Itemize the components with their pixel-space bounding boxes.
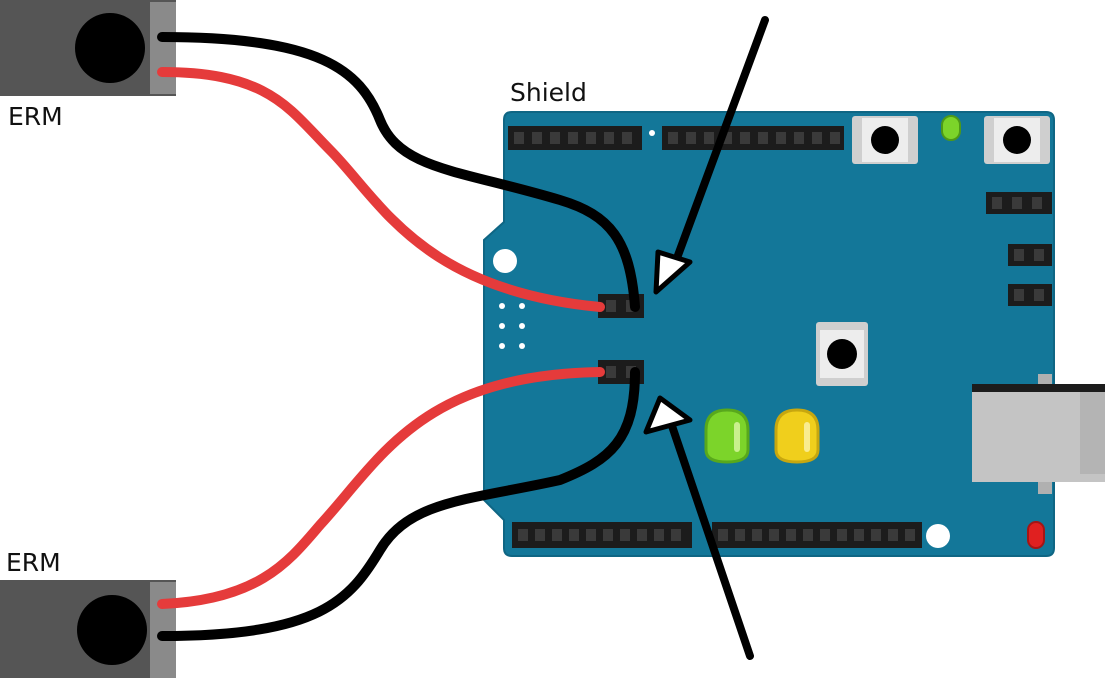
erm-label-bottom: ERM [6, 548, 61, 577]
header-pin [735, 529, 745, 541]
header-pin [871, 529, 881, 541]
header-pin [568, 132, 578, 144]
header-pin [586, 529, 596, 541]
header-pin [888, 529, 898, 541]
header-pin [837, 529, 847, 541]
header-pin [535, 529, 545, 541]
header-pin [718, 529, 728, 541]
shield-board [483, 111, 1105, 557]
header-pin [992, 197, 1002, 209]
wire-black-top [157, 32, 640, 312]
header-pin [830, 132, 840, 144]
header-pin [752, 529, 762, 541]
erm-motor-top [0, 0, 176, 96]
push-button [984, 116, 1050, 164]
header-pin [1014, 249, 1024, 261]
header-bottom-right [712, 522, 922, 548]
header-pin [654, 529, 664, 541]
header-pin [622, 132, 632, 144]
erm-motor-bottom [0, 580, 176, 678]
erm-label-top: ERM [8, 102, 63, 131]
header-pin [905, 529, 915, 541]
header-pin [686, 132, 696, 144]
header-pins [514, 132, 1044, 541]
header-pin [820, 529, 830, 541]
small-led-red [1027, 521, 1045, 549]
header-pin [794, 132, 804, 144]
header-pin [586, 132, 596, 144]
header-pin [518, 529, 528, 541]
wire-black-bottom [157, 367, 640, 641]
header-pin [1014, 289, 1024, 301]
icsp-dots [499, 303, 525, 349]
shield-label: Shield [510, 78, 587, 107]
mounting-hole [926, 524, 950, 548]
header-pin [740, 132, 750, 144]
header-pin [604, 132, 614, 144]
header-pin [803, 529, 813, 541]
header-pin [668, 132, 678, 144]
small-led-green [941, 115, 961, 141]
header-pin [532, 132, 542, 144]
header-pin [812, 132, 822, 144]
led-green [704, 408, 750, 464]
header-pin [1034, 249, 1044, 261]
wire-red-top [157, 67, 605, 312]
wire-red-bottom [157, 367, 605, 609]
header-pin [550, 132, 560, 144]
header-pin [1034, 289, 1044, 301]
header-pin [722, 132, 732, 144]
header-pin [704, 132, 714, 144]
usb-connector [972, 374, 1105, 494]
header-pin [769, 529, 779, 541]
wires [157, 32, 640, 641]
board-outline [483, 111, 1055, 557]
header-pin [1032, 197, 1042, 209]
push-button [816, 322, 868, 386]
arrow-top [653, 16, 769, 295]
header-pin [1012, 197, 1022, 209]
header-pin [637, 529, 647, 541]
header-pin [552, 529, 562, 541]
led-yellow [774, 408, 820, 464]
push-button [852, 116, 918, 164]
header-pin [758, 132, 768, 144]
arrow-bottom [643, 395, 754, 660]
header-pin [671, 529, 681, 541]
header-pin [514, 132, 524, 144]
header-pin [603, 529, 613, 541]
mounting-hole [493, 249, 517, 273]
header-pin [776, 132, 786, 144]
header-pin [786, 529, 796, 541]
header-pin [854, 529, 864, 541]
header-pin [569, 529, 579, 541]
header-pin [620, 529, 630, 541]
